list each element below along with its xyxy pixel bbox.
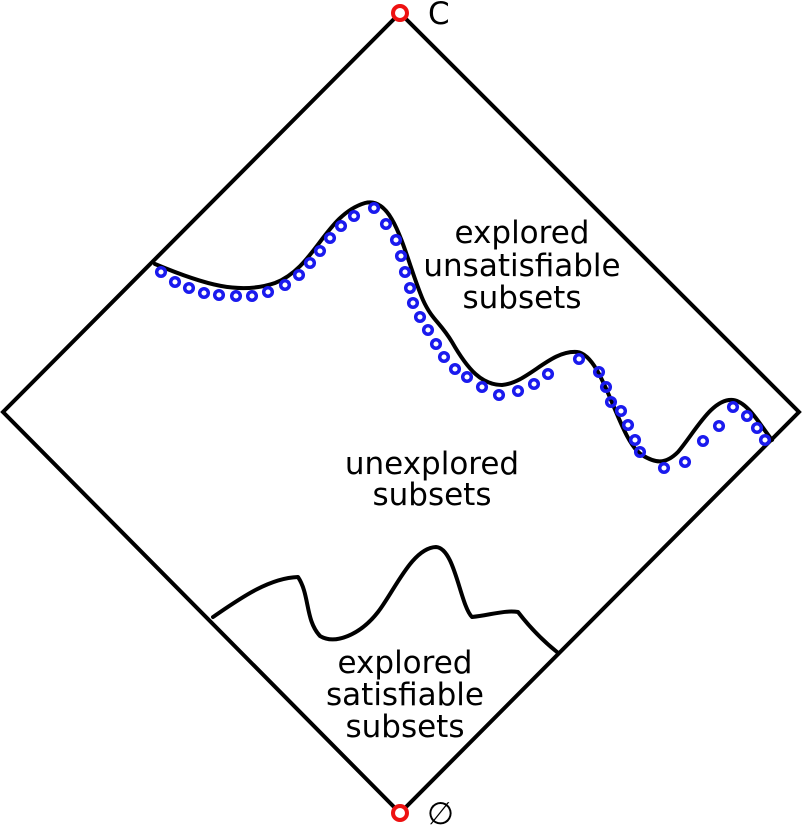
- frontier-marker: [726, 400, 740, 414]
- frontier-marker: [367, 201, 381, 215]
- frontier-marker: [323, 231, 337, 245]
- frontier-marker: [292, 268, 306, 282]
- frontier-marker: [313, 244, 327, 258]
- frontier-marker: [599, 380, 613, 394]
- frontier-marker: [541, 367, 555, 381]
- top-node-label: C: [428, 0, 450, 32]
- frontier-marker: [197, 286, 211, 300]
- frontier-markers: [154, 201, 772, 475]
- frontier-marker: [758, 433, 772, 447]
- frontier-marker: [261, 285, 275, 299]
- frontier-marker: [245, 289, 259, 303]
- sat-region-label-line-1: explored: [338, 645, 473, 681]
- unsat-region-label-line-2: unsatisfiable: [423, 248, 620, 284]
- frontier-marker: [592, 365, 606, 379]
- sat-region-label-line-3: subsets: [345, 709, 464, 745]
- frontier-marker: [303, 256, 317, 270]
- frontier-marker: [168, 275, 182, 289]
- frontier-marker: [492, 388, 506, 402]
- frontier-marker: [398, 265, 412, 279]
- frontier-marker: [278, 278, 292, 292]
- frontier-marker: [379, 217, 393, 231]
- frontier-marker: [614, 404, 628, 418]
- bottom-node-marker: [391, 804, 409, 822]
- frontier-marker: [657, 461, 671, 475]
- frontier-marker: [334, 219, 348, 233]
- frontier-marker: [429, 337, 443, 351]
- frontier-marker: [413, 310, 427, 324]
- frontier-marker: [527, 377, 541, 391]
- frontier-marker: [394, 249, 408, 263]
- frontier-marker: [604, 395, 618, 409]
- frontier-marker: [750, 421, 764, 435]
- frontier-marker: [347, 209, 361, 223]
- frontier-marker: [678, 455, 692, 469]
- frontier-marker: [406, 296, 420, 310]
- frontier-marker: [421, 323, 435, 337]
- unexplored-region-label-line-2: subsets: [372, 477, 491, 513]
- unsat-region-label-line-3: subsets: [462, 280, 581, 316]
- top-node-marker: [391, 4, 409, 22]
- frontier-marker: [740, 409, 754, 423]
- frontier-marker: [712, 419, 726, 433]
- frontier-marker: [621, 418, 635, 432]
- frontier-marker: [628, 433, 642, 447]
- frontier-marker: [154, 265, 168, 279]
- unexplored-region-label-line-1: unexplored: [345, 446, 519, 482]
- frontier-marker: [511, 384, 525, 398]
- frontier-marker: [460, 370, 474, 384]
- sat-region-label-line-2: satisfiable: [326, 677, 484, 713]
- frontier-marker: [475, 380, 489, 394]
- sat-boundary-curve: [211, 545, 559, 654]
- bottom-node-label: ∅: [427, 796, 454, 830]
- frontier-marker: [437, 350, 451, 364]
- frontier-marker: [229, 289, 243, 303]
- frontier-marker: [572, 352, 586, 366]
- unsat-region-label-line-1: explored: [455, 215, 590, 251]
- frontier-marker: [448, 362, 462, 376]
- frontier-marker: [389, 233, 403, 247]
- frontier-marker: [212, 288, 226, 302]
- frontier-marker: [696, 434, 710, 448]
- frontier-marker: [633, 445, 647, 459]
- frontier-marker: [182, 281, 196, 295]
- frontier-marker: [403, 281, 417, 295]
